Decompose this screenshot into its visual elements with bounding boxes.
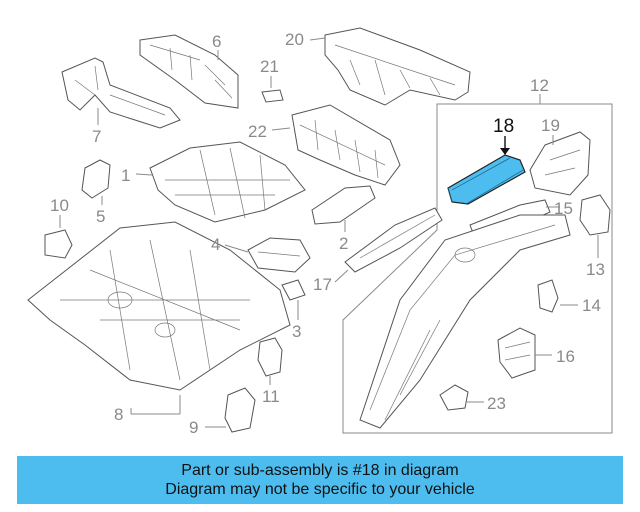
callout-10[interactable]: 10 <box>50 196 69 215</box>
part-20[interactable] <box>324 27 471 106</box>
part-6[interactable] <box>139 34 239 109</box>
callout-5[interactable]: 5 <box>96 207 105 226</box>
callout-17[interactable]: 17 <box>313 275 332 294</box>
part-21[interactable] <box>261 89 284 103</box>
callout-9[interactable]: 9 <box>189 418 198 437</box>
callout-20[interactable]: 20 <box>285 30 304 49</box>
callout-11[interactable]: 11 <box>262 387 280 406</box>
part-10[interactable] <box>44 229 73 259</box>
part-13[interactable] <box>579 194 611 236</box>
part-8[interactable] <box>27 221 291 391</box>
callout-13[interactable]: 13 <box>586 260 605 279</box>
callout-8[interactable]: 8 <box>114 405 123 424</box>
part-11[interactable] <box>257 337 283 377</box>
callout-18[interactable]: 18 <box>493 116 514 137</box>
part-7[interactable] <box>61 57 181 129</box>
callout-22[interactable]: 22 <box>248 122 267 141</box>
callout-6[interactable]: 6 <box>212 32 221 51</box>
banner-line-1: Part or sub-assembly is #18 in diagram <box>181 462 459 479</box>
callout-14[interactable]: 14 <box>582 296 601 315</box>
callout-16[interactable]: 16 <box>556 347 575 366</box>
part-1[interactable] <box>149 141 306 223</box>
callout-23[interactable]: 23 <box>487 394 506 413</box>
callout-21[interactable]: 21 <box>260 57 279 76</box>
info-banner: Part or sub-assembly is #18 in diagram D… <box>17 456 623 504</box>
part-18-highlighted[interactable] <box>447 154 526 205</box>
banner-line-2: Diagram may not be specific to your vehi… <box>165 481 475 498</box>
callout-19[interactable]: 19 <box>541 116 560 135</box>
part-23[interactable] <box>439 384 469 411</box>
part-4[interactable] <box>247 237 311 273</box>
sub-assembly-frame <box>342 103 613 434</box>
part-16[interactable] <box>497 327 536 379</box>
part-17[interactable] <box>344 207 443 273</box>
part-14[interactable] <box>537 279 559 313</box>
part-18-shape[interactable] <box>447 154 526 205</box>
callout-12[interactable]: 12 <box>530 76 549 95</box>
part-2[interactable] <box>311 185 376 225</box>
callout-3[interactable]: 3 <box>292 322 301 341</box>
part-22[interactable] <box>291 104 401 186</box>
part-19[interactable] <box>529 131 591 196</box>
rear-side-member <box>359 214 571 429</box>
callout-2[interactable]: 2 <box>339 234 348 253</box>
part-9[interactable] <box>224 387 256 433</box>
part-5[interactable] <box>81 159 111 199</box>
parts-diagram: 1 2 3 4 5 6 7 8 9 10 11 12 13 14 15 16 1… <box>27 27 613 437</box>
callout-4[interactable]: 4 <box>211 235 220 254</box>
callout-7[interactable]: 7 <box>92 127 101 146</box>
part-3[interactable] <box>281 279 306 301</box>
callout-1[interactable]: 1 <box>121 166 130 185</box>
callout-15[interactable]: 15 <box>554 199 573 218</box>
